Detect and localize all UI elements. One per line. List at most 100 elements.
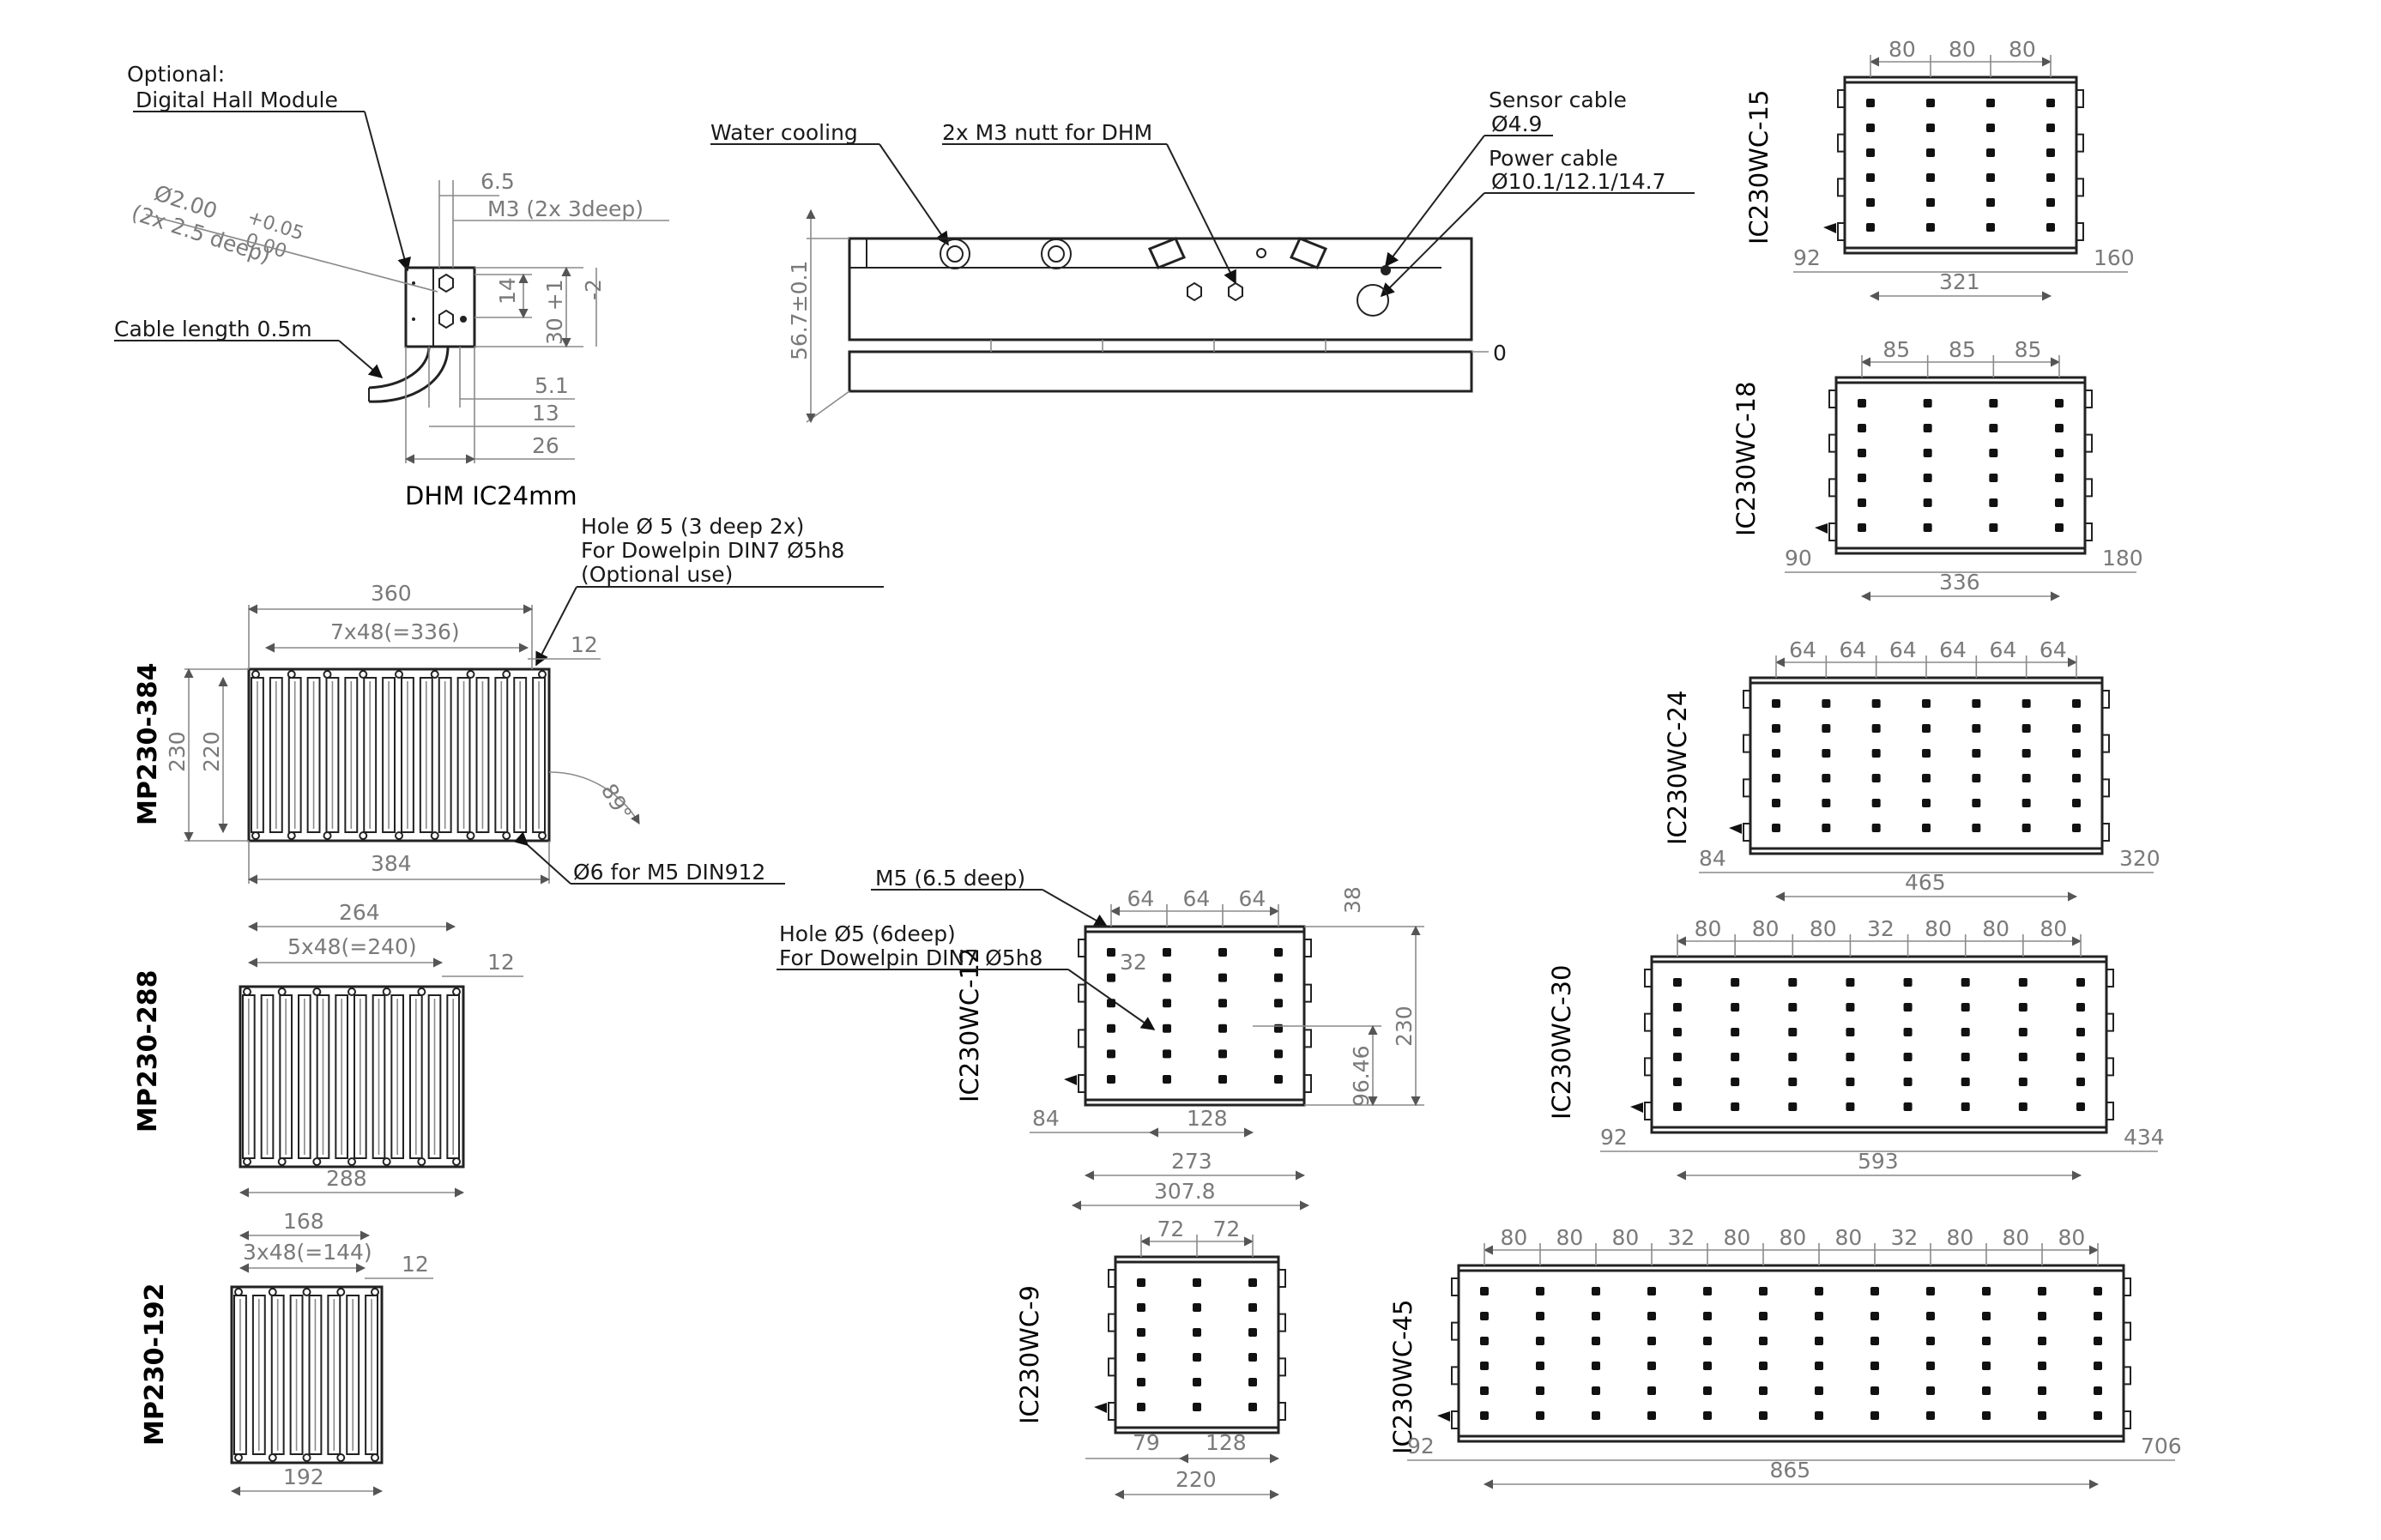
coil-body: [1084, 925, 1306, 1107]
top-dim-label: 64: [1239, 886, 1266, 911]
mount-hole-icon: [1922, 724, 1931, 733]
connector-icon: [2102, 690, 2110, 709]
mount-hole-icon: [2021, 699, 2031, 708]
mount-hole-icon: [1903, 1028, 1913, 1036]
mount-hole-icon: [1986, 148, 1995, 157]
cable-gland-icon: [1815, 523, 1828, 534]
mp230-384-view: MP230-384 Hole Ø 5 (3 deep 2x) For Dowel…: [133, 514, 884, 885]
mount-hole-icon: [1846, 1003, 1855, 1012]
mount-hole-icon: [312, 1157, 322, 1166]
connector-icon: [1278, 1402, 1286, 1421]
mount-hole-icon: [1731, 1102, 1740, 1111]
mp384-top: 360: [371, 581, 412, 606]
mount-hole-icon: [1871, 699, 1881, 708]
nut-icon: [1187, 281, 1202, 302]
magnet-bar: [365, 1295, 378, 1455]
ic30-title: IC230WC-30: [1547, 965, 1576, 1120]
mount-hole-icon: [1218, 999, 1227, 1008]
mp288-edge: 12: [487, 950, 515, 975]
mount-hole-icon: [1772, 824, 1780, 832]
mount-hole-icon: [1673, 978, 1682, 987]
mount-hole-icon: [1647, 1312, 1656, 1320]
mount-hole-icon: [1989, 498, 1998, 507]
mount-hole-icon: [430, 831, 439, 840]
mount-hole-icon: [1480, 1312, 1489, 1320]
top-dim-label: 64: [1789, 637, 1816, 662]
connector-icon: [2085, 433, 2093, 453]
mount-hole-icon: [1788, 1102, 1798, 1111]
mount-hole-icon: [1961, 1003, 1970, 1012]
mount-hole-icon: [1822, 774, 1831, 782]
mount-hole-icon: [1815, 1312, 1823, 1320]
connector-icon: [1828, 478, 1836, 498]
ic12-hole-line2: For Dowelpin DIN7 Ø5h8: [779, 945, 1042, 970]
connector-icon: [2102, 778, 2110, 798]
top-dim-label: 64: [1939, 637, 1967, 662]
mount-hole-icon: [1926, 1386, 1935, 1395]
mount-hole-icon: [1858, 474, 1866, 482]
mount-hole-icon: [1846, 1053, 1855, 1061]
mount-hole-icon: [1926, 173, 1935, 182]
connector-icon: [1828, 522, 1836, 541]
magnet-bar: [270, 1295, 285, 1455]
connector-icon: [1743, 734, 1750, 753]
connector-icon: [1837, 89, 1845, 108]
mp384-edge: 12: [571, 632, 598, 657]
mount-hole-icon: [1923, 474, 1932, 482]
mount-hole-icon: [1926, 1287, 1935, 1295]
mount-hole-icon: [1772, 699, 1780, 708]
connector-icon: [1108, 1402, 1115, 1421]
mount-hole-icon: [1163, 1049, 1171, 1059]
cable-gland-icon: [1630, 1102, 1643, 1113]
mount-hole-icon: [1972, 824, 1981, 832]
cable-gland-icon: [1729, 824, 1742, 834]
mount-hole-icon: [1772, 724, 1780, 733]
top-dim-label: 80: [2009, 37, 2036, 62]
nut-icon: [438, 309, 454, 329]
mount-hole-icon: [1961, 1102, 1970, 1111]
connector-icon: [2106, 1102, 2114, 1120]
mount-hole-icon: [1871, 749, 1881, 758]
mount-hole-icon: [1846, 1078, 1855, 1086]
mount-hole-icon: [1107, 1075, 1115, 1084]
mount-hole-icon: [2055, 498, 2064, 507]
mount-hole-icon: [323, 831, 332, 840]
mount-hole-icon: [1870, 1312, 1879, 1320]
top-dim-label: 85: [1949, 337, 1976, 362]
mount-hole-icon: [1703, 1287, 1712, 1295]
mp384-screw: Ø6 for M5 DIN912: [573, 860, 765, 885]
mount-hole-icon: [1822, 824, 1831, 832]
mount-hole-icon: [1673, 1102, 1682, 1111]
nut-icon: [1228, 281, 1243, 302]
mount-hole-icon: [1982, 1337, 1991, 1345]
mount-hole-icon: [2046, 198, 2055, 207]
mount-hole-icon: [1986, 198, 1995, 207]
mp288-title: MP230-288: [133, 969, 163, 1132]
mount-hole-icon: [2055, 523, 2064, 532]
mount-hole-icon: [2072, 824, 2081, 832]
connector-icon: [2106, 1057, 2114, 1077]
ic9-d220: 220: [1175, 1467, 1217, 1492]
connector-icon: [1837, 178, 1845, 197]
dhm-dim-5: -2: [581, 279, 606, 300]
coil-body: [1457, 1264, 2125, 1443]
mount-hole-icon: [1972, 799, 1981, 807]
mount-hole-icon: [1846, 1102, 1855, 1111]
power-cable-label: Power cable: [1489, 146, 1618, 171]
mount-hole-icon: [312, 987, 322, 996]
mp384-hole-line2: For Dowelpin DIN7 Ø5h8: [581, 538, 844, 563]
mount-hole-icon: [1703, 1362, 1712, 1370]
mount-hole-icon: [1822, 799, 1831, 807]
mount-hole-icon: [2094, 1287, 2102, 1295]
mp384-hole-line1: Hole Ø 5 (3 deep 2x): [581, 514, 804, 539]
mount-hole-icon: [2076, 1078, 2085, 1086]
mount-hole-icon: [466, 670, 475, 679]
top-dim-label: 80: [1780, 1225, 1807, 1250]
mount-hole-icon: [1480, 1386, 1489, 1395]
side-height: 56.7±0.1: [787, 261, 812, 360]
mount-hole-icon: [1137, 1403, 1145, 1411]
mount-hole-icon: [1926, 223, 1935, 232]
total-dim-label: 465: [1905, 870, 1946, 895]
left-dim-label: 84: [1699, 846, 1726, 871]
